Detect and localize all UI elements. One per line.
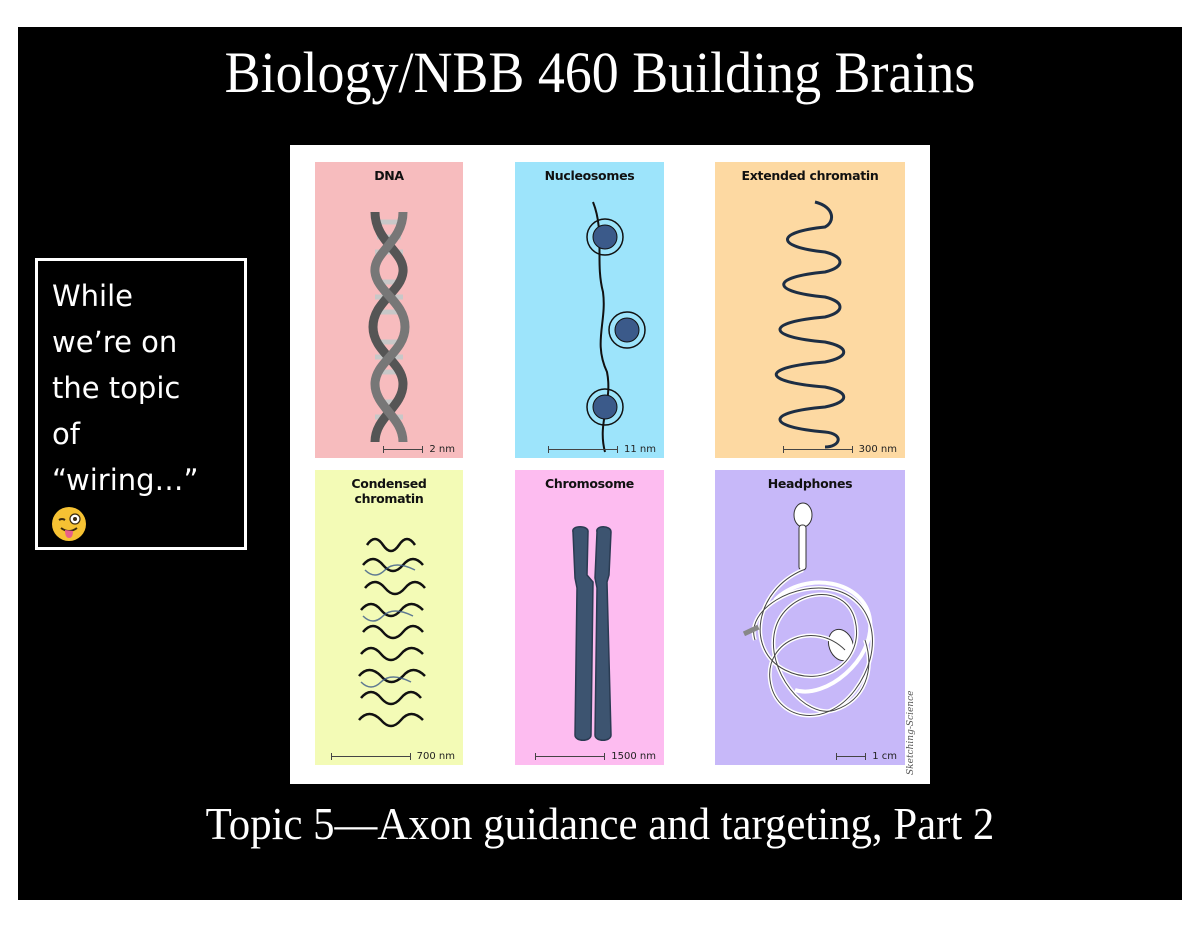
- scale-bar: 1 cm: [836, 751, 897, 762]
- scale-bar: 11 nm: [548, 444, 656, 455]
- note-line: of: [52, 417, 80, 451]
- panel-title: DNA: [374, 168, 404, 183]
- chromatin-figure: DNA 2 nm Nucleosomes: [290, 145, 930, 784]
- panel-headphones: Headphones 1 cm: [715, 470, 905, 765]
- panel-title: Chromosome: [545, 476, 634, 491]
- sketching-science-watermark: Sketching-Science: [906, 690, 916, 775]
- scale-label: 11 nm: [624, 444, 656, 455]
- nucleosomes-icon: [586, 201, 646, 453]
- scale-label: 1500 nm: [611, 751, 656, 762]
- scale-bar: 700 nm: [330, 751, 455, 762]
- note-line: While: [52, 279, 134, 313]
- panel-title: Headphones: [767, 476, 853, 491]
- note-line: “wiring…”: [52, 463, 199, 497]
- condensed-chromatin-icon: [358, 537, 426, 728]
- scale-bar: 2 nm: [383, 444, 455, 455]
- winking-tongue-emoji-icon: [52, 507, 86, 541]
- tangled-headphones-icon: [742, 502, 875, 718]
- note-line: we’re on: [52, 325, 178, 359]
- panel-title: Condensed chromatin: [351, 476, 427, 506]
- chromosome-icon: [572, 526, 612, 741]
- panel-title: Extended chromatin: [741, 168, 879, 183]
- scale-bar: 1500 nm: [535, 751, 656, 762]
- panel-nucleosomes: Nucleosomes 11 nm: [515, 162, 664, 458]
- double-helix-icon: [368, 211, 410, 443]
- scale-label: 1 cm: [872, 751, 897, 762]
- scale-label: 700 nm: [416, 751, 455, 762]
- panel-extended-chromatin: Extended chromatin 300 nm: [715, 162, 905, 458]
- slide-title: Biology/NBB 460 Building Brains: [224, 40, 976, 105]
- side-note-box: While we’re on the topic of “wiring…”: [35, 258, 247, 550]
- panel-title: Nucleosomes: [544, 168, 635, 183]
- scale-label: 300 nm: [858, 444, 897, 455]
- panel-chromosome: Chromosome 1500 nm: [515, 470, 664, 765]
- note-line: the topic: [52, 371, 181, 405]
- slide-subtitle: Topic 5—Axon guidance and targeting, Par…: [205, 798, 995, 849]
- extended-chromatin-icon: [775, 200, 846, 449]
- panel-dna: DNA 2 nm: [315, 162, 463, 458]
- scale-label: 2 nm: [429, 444, 455, 455]
- panel-condensed-chromatin: Condensed chromatin 700 nm: [315, 470, 463, 765]
- scale-bar: 300 nm: [782, 444, 897, 455]
